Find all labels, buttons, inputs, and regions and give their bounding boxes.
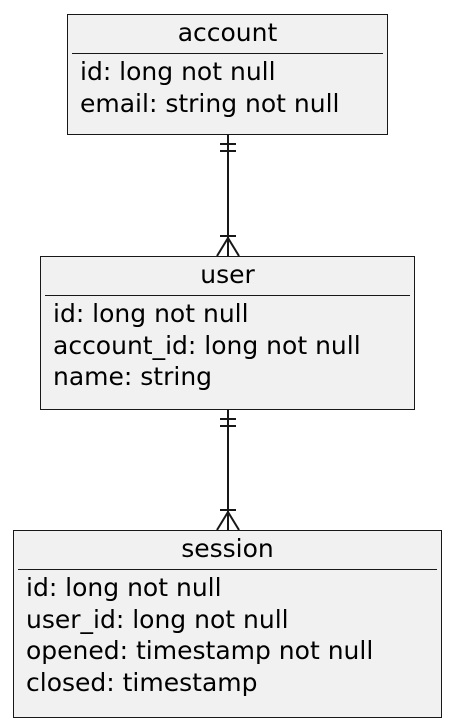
attribute: closed: timestamp — [26, 667, 258, 697]
entity-session-divider — [18, 569, 437, 570]
relation-account-user — [216, 135, 240, 257]
entity-session-title: session — [181, 534, 274, 563]
crows-foot-right — [227, 237, 240, 257]
entity-user-attributes: id: long not null account_id: long not n… — [41, 296, 414, 393]
attribute: id: long not null — [80, 57, 276, 86]
attribute: opened: timestamp not null — [26, 636, 374, 665]
attribute: user_id: long not null — [26, 604, 289, 634]
attribute: id: long not null — [26, 573, 222, 602]
attribute: email: string not null — [80, 88, 340, 118]
crows-foot-right — [227, 511, 240, 531]
attribute: account_id: long not null — [53, 330, 361, 360]
entity-user-divider — [45, 295, 410, 296]
attribute: name: string — [53, 362, 213, 391]
entity-account-divider — [72, 53, 383, 54]
relation-user-session — [216, 410, 240, 531]
attribute: id: long not null — [53, 299, 249, 328]
crows-foot-left — [216, 237, 229, 257]
entity-user: user id: long not null account_id: long … — [40, 256, 415, 410]
entity-account-attributes: id: long not null email: string not null — [68, 54, 387, 119]
entity-session-attributes: id: long not null user_id: long not null… — [14, 570, 441, 698]
crows-foot-left — [216, 511, 229, 531]
entity-account-title: account — [177, 18, 278, 47]
entity-session: session id: long not null user_id: long … — [13, 530, 442, 718]
entity-user-title: user — [200, 260, 255, 289]
entity-account: account id: long not null email: string … — [67, 14, 388, 135]
